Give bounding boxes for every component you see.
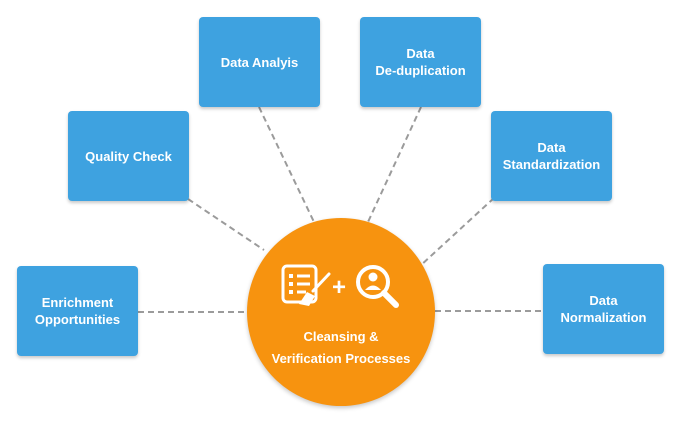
node-enrichment-opportunities: Enrichment Opportunities — [17, 266, 138, 356]
hub-label-line-1: Cleansing & — [303, 329, 379, 344]
connector-data-analysis — [258, 106, 315, 223]
node-data-analysis-line-1: Data Analyis — [220, 54, 299, 70]
node-data-standardization: Data Standardization — [491, 111, 612, 201]
node-data-standardization-line-1: Data — [537, 140, 566, 155]
node-data-normalization-line-1: Data — [589, 293, 618, 308]
connector-quality-check — [187, 198, 265, 251]
node-data-deduplication-line-1: Data — [406, 46, 435, 61]
magnifier-person-icon — [356, 265, 399, 308]
node-data-deduplication: Data De-duplication — [360, 17, 481, 107]
node-data-normalization: Data Normalization — [543, 264, 664, 354]
central-hub: + Cleansing & Verification Processes — [247, 218, 435, 406]
plus-icon: + — [332, 274, 346, 301]
connector-data-deduplication — [367, 106, 422, 223]
connector-data-standardization — [419, 197, 495, 267]
node-quality-check-line-1: Quality Check — [85, 148, 172, 164]
node-data-deduplication-line-2: De-duplication — [375, 63, 466, 78]
hub-label-line-2: Verification Processes — [271, 351, 411, 366]
node-data-standardization-line-2: Standardization — [502, 157, 601, 172]
node-data-normalization-line-2: Normalization — [560, 310, 647, 325]
node-enrichment-opportunities-line-2: Opportunities — [34, 312, 121, 327]
node-enrichment-opportunities-line-1: Enrichment — [41, 295, 114, 310]
hub-label: Cleansing & Verification Processes — [247, 326, 435, 370]
node-quality-check: Quality Check — [68, 111, 189, 201]
node-data-analysis: Data Analyis — [199, 17, 320, 107]
checklist-brush-icon — [281, 264, 331, 306]
hub-icons: + — [281, 264, 399, 308]
